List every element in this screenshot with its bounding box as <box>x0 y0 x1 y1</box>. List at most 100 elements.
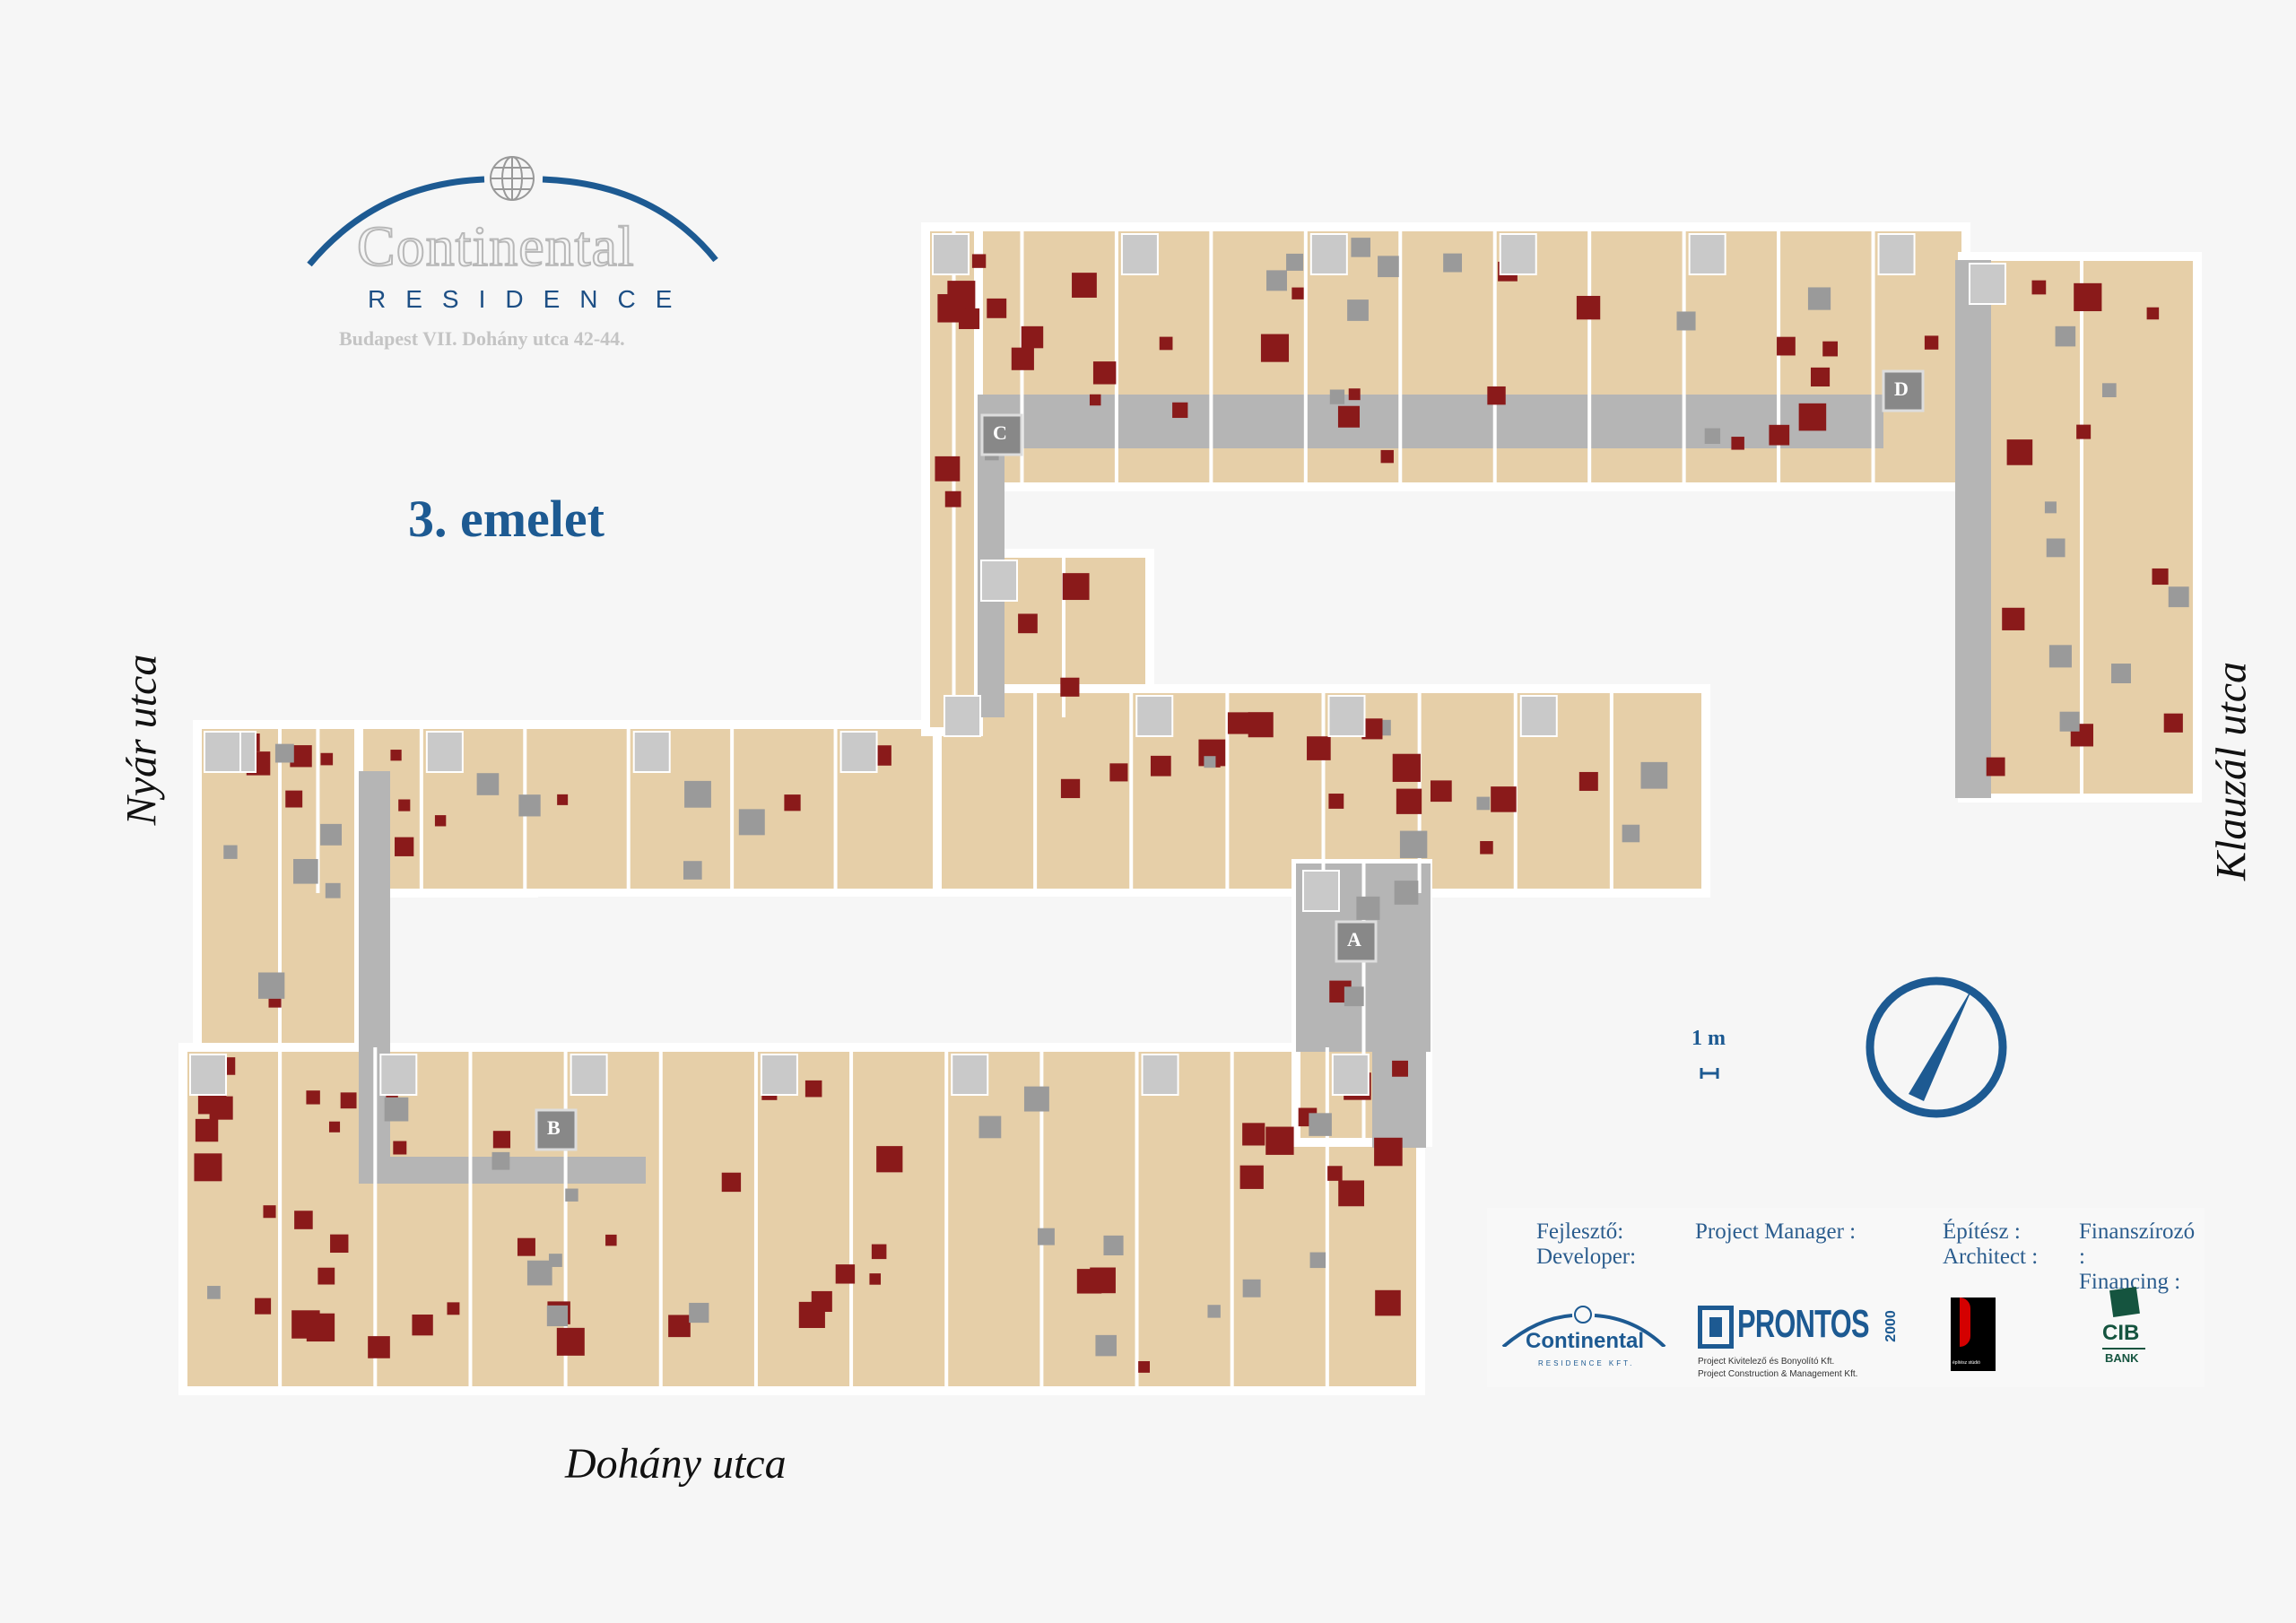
furniture <box>330 1234 349 1254</box>
furniture <box>721 1172 742 1193</box>
furniture <box>1443 253 1463 273</box>
bathroom <box>1135 695 1174 737</box>
furniture <box>1109 763 1128 782</box>
bathroom <box>570 1054 608 1096</box>
wall <box>1114 227 1118 487</box>
furniture <box>556 1327 585 1356</box>
street-label-right: Klauzál utca <box>2207 661 2256 881</box>
furniture <box>1089 394 1101 406</box>
furniture <box>2002 607 2025 630</box>
furniture <box>1810 367 1831 386</box>
bank-logo-sub: BANK <box>2105 1351 2139 1365</box>
pm-label: Project Manager : <box>1695 1219 1857 1244</box>
furniture <box>1242 1279 1261 1298</box>
furniture <box>1491 786 1517 812</box>
corridor <box>1372 1040 1426 1148</box>
wall <box>1871 227 1875 487</box>
bank-logo-rule <box>2102 1348 2145 1350</box>
furniture <box>1374 1137 1403 1167</box>
wall <box>1230 1047 1234 1391</box>
prontos-mark-icon <box>1698 1306 1734 1349</box>
furniture <box>1307 736 1331 760</box>
furniture <box>1380 449 1394 464</box>
furniture <box>393 1141 407 1155</box>
bathroom <box>760 1054 798 1096</box>
wall <box>373 1047 378 1391</box>
furniture <box>1260 334 1290 362</box>
furniture <box>1309 1252 1326 1269</box>
stairwells <box>535 369 1925 1151</box>
furniture <box>1476 796 1491 811</box>
bathroom <box>1302 870 1340 912</box>
furniture <box>317 1267 335 1285</box>
furniture <box>1327 1166 1343 1181</box>
bathroom <box>951 1054 989 1096</box>
furniture <box>1361 718 1383 740</box>
street-label-bottom: Dohány utca <box>565 1440 787 1488</box>
stairwell-B <box>535 1108 578 1151</box>
furniture <box>1011 347 1034 370</box>
furniture <box>1986 757 2005 777</box>
wall <box>1777 227 1781 487</box>
bathroom <box>1327 695 1366 737</box>
furniture <box>1578 771 1598 791</box>
furniture <box>1092 361 1117 385</box>
furniture <box>1487 386 1506 405</box>
developer-logo-sub: RESIDENCE KFT. <box>1538 1359 1635 1367</box>
bathroom <box>1141 1054 1179 1096</box>
furniture <box>1822 341 1838 357</box>
furniture <box>2074 282 2102 312</box>
continental-logo-arc <box>307 156 718 267</box>
furniture <box>684 780 711 808</box>
furniture <box>2146 307 2160 320</box>
furniture <box>1356 896 1380 920</box>
furniture <box>1351 238 1370 257</box>
furniture <box>2076 424 2092 439</box>
furniture <box>1172 402 1188 419</box>
furniture <box>1347 299 1369 321</box>
furniture <box>1072 273 1097 298</box>
furniture <box>1023 1086 1049 1112</box>
wall <box>1682 227 1686 487</box>
wall <box>1209 227 1213 487</box>
furniture <box>285 790 303 808</box>
furniture <box>2046 538 2066 558</box>
furniture <box>325 882 341 898</box>
bathroom <box>944 695 981 737</box>
pm-logo-year: 2000 <box>1883 1310 1899 1342</box>
furniture <box>1207 1305 1221 1318</box>
furniture <box>971 254 987 268</box>
furniture <box>517 1237 535 1256</box>
furniture <box>1265 1126 1294 1155</box>
furniture <box>412 1315 433 1336</box>
floor-title: 3. emelet <box>408 490 604 548</box>
bathroom <box>204 731 241 773</box>
furniture <box>1076 1269 1102 1294</box>
stairwell-label: A <box>1347 928 1361 950</box>
architect-label-en: Architect : <box>1943 1245 2039 1269</box>
furniture <box>944 490 961 508</box>
furniture <box>1204 756 1216 768</box>
furniture <box>293 858 318 884</box>
bathroom <box>1309 233 1348 275</box>
furniture <box>1378 256 1399 278</box>
furniture <box>871 1244 887 1260</box>
furniture <box>306 1090 320 1105</box>
furniture <box>2031 280 2047 295</box>
furniture <box>978 1115 1002 1139</box>
furniture <box>1348 388 1361 401</box>
furniture <box>1337 405 1361 428</box>
developer-logo-word: Continental <box>1526 1329 1644 1353</box>
furniture <box>1021 325 1044 349</box>
wall <box>1129 689 1134 893</box>
furniture <box>1095 1334 1117 1357</box>
furniture <box>340 1092 357 1109</box>
bathroom <box>379 1054 418 1096</box>
furniture <box>689 1302 709 1324</box>
pm-line-1: Project Kivitelező és Bonyolító Kft. <box>1698 1357 1835 1367</box>
furniture <box>368 1336 390 1358</box>
furniture <box>1159 336 1173 351</box>
furniture <box>1292 287 1304 299</box>
furniture <box>947 281 976 309</box>
furniture <box>195 1118 219 1142</box>
